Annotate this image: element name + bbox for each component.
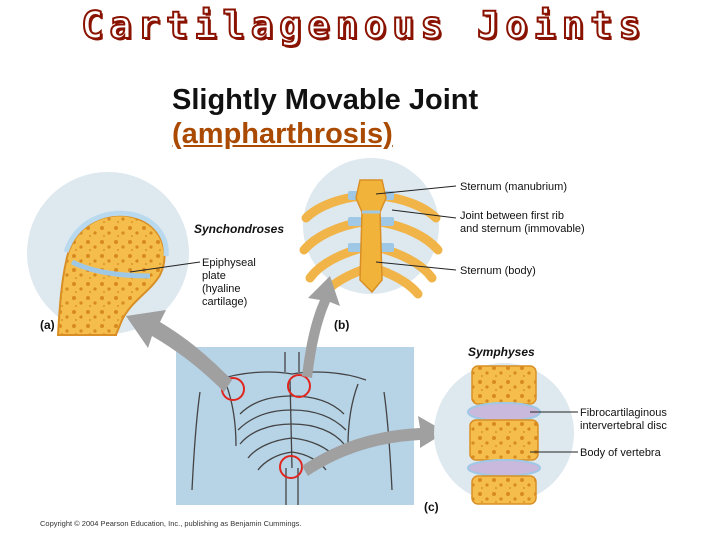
marker-vertebra (279, 455, 303, 479)
panel-c-heading: Symphyses (468, 345, 535, 359)
panel-b-label-2b: and sternum (immovable) (460, 223, 585, 235)
panel-c: Symphyses Fibrocartilaginous interverteb… (424, 345, 667, 514)
panel-c-label-2: Body of vertebra (580, 447, 662, 459)
subtitle-term: (ampharthrosis) (172, 118, 393, 150)
articular-cartilage (63, 210, 169, 257)
vertebra-middle (469, 419, 539, 461)
vertebra-lower (471, 475, 537, 505)
panel-a-label-3: (hyaline (202, 283, 241, 295)
panel-b: Sternum (manubrium) Joint between first … (299, 158, 585, 332)
copyright-notice: Copyright © 2004 Pearson Education, Inc.… (40, 519, 302, 528)
leader-epiphyseal (129, 261, 201, 273)
panel-a-label-4: cartilage) (202, 296, 247, 308)
subtitle: Slightly Movable Joint (172, 84, 479, 116)
panel-c-tag: (c) (424, 500, 439, 514)
sternum (355, 179, 387, 294)
panel-b-tag: (b) (334, 318, 349, 332)
panel-a-label-2: plate (202, 270, 226, 282)
panel-c-label-1a: Fibrocartilaginous (580, 407, 667, 419)
arrows (126, 276, 446, 476)
leader-sternum-body (375, 261, 457, 271)
panel-a-label-1: Epiphyseal (202, 257, 256, 269)
intervertebral-disc (467, 402, 541, 422)
arrow-to-panel-a (126, 310, 232, 392)
panel-a-heading: Synchondroses (194, 222, 284, 236)
panel-b-label-3: Sternum (body) (460, 265, 536, 277)
leader-first-rib (391, 209, 457, 219)
skeleton-figure (176, 347, 414, 505)
intervertebral-disc-lower (467, 459, 541, 477)
page-title: Cartilagenous Joints (80, 3, 647, 48)
vertebra-upper (471, 365, 537, 405)
marker-sternum (287, 374, 311, 398)
panel-a: Synchondroses Epiphyseal plate (hyaline … (27, 172, 284, 336)
leader-manubrium (375, 185, 457, 195)
panel-b-label-1: Sternum (manubrium) (460, 181, 567, 193)
panel-a-tag: (a) (40, 318, 55, 332)
epiphyseal-plate-band (70, 259, 151, 279)
arrow-to-panel-c (302, 416, 446, 476)
panel-b-label-2a: Joint between first rib (460, 210, 564, 222)
arrow-to-panel-b (302, 276, 340, 378)
panel-c-label-1b: intervertebral disc (580, 420, 667, 432)
